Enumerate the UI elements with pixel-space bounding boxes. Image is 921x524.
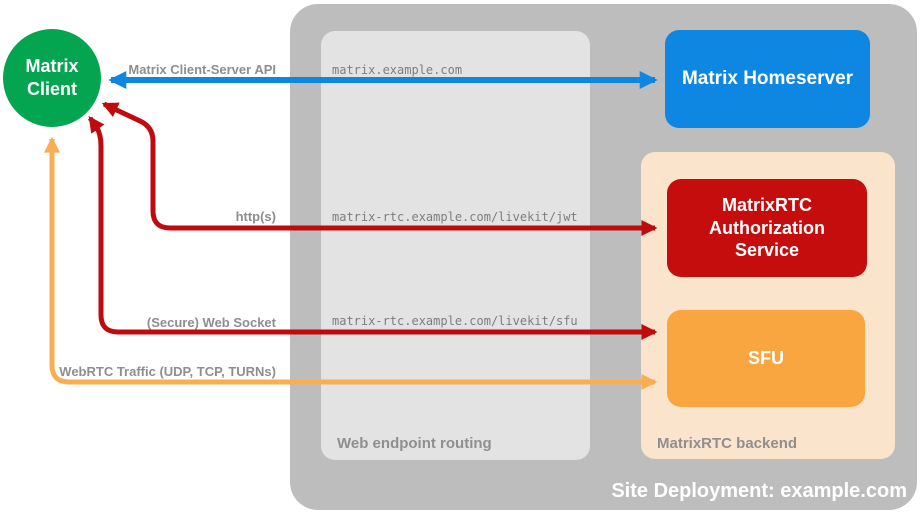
web-endpoint-routing-label: Web endpoint routing xyxy=(337,435,492,452)
client-server-api-arrow-label: Matrix Client-Server API xyxy=(128,62,276,77)
web-socket-arrow-label: (Secure) Web Socket xyxy=(146,315,276,330)
sfu-label: SFU xyxy=(748,348,784,368)
site-deployment-label: Site Deployment: example.com xyxy=(611,480,907,502)
webrtc-traffic-arrow-label: WebRTC Traffic (UDP, TCP, TURNs) xyxy=(59,364,276,379)
sfu-node: SFU xyxy=(667,310,865,407)
matrixrtc-backend-label: MatrixRTC backend xyxy=(657,435,798,452)
matrix-client-node: Matrix Client xyxy=(3,29,101,127)
web-endpoint-routing-zone xyxy=(321,31,590,460)
matrixrtc-auth-service-label: MatrixRTC Authorization Service xyxy=(709,195,825,261)
endpoint-url-livekit-sfu: matrix-rtc.example.com/livekit/sfu xyxy=(332,314,578,328)
matrix-homeserver-label: Matrix Homeserver xyxy=(681,68,854,89)
https-arrow-label: http(s) xyxy=(235,209,276,224)
matrix-homeserver-node: Matrix Homeserver xyxy=(665,30,870,128)
endpoint-url-livekit-jwt: matrix-rtc.example.com/livekit/jwt xyxy=(332,210,578,224)
endpoint-url-homeserver: matrix.example.com xyxy=(332,63,463,77)
matrix-client-label: Matrix Client xyxy=(25,55,79,99)
matrixrtc-auth-service-node: MatrixRTC Authorization Service xyxy=(667,179,867,277)
